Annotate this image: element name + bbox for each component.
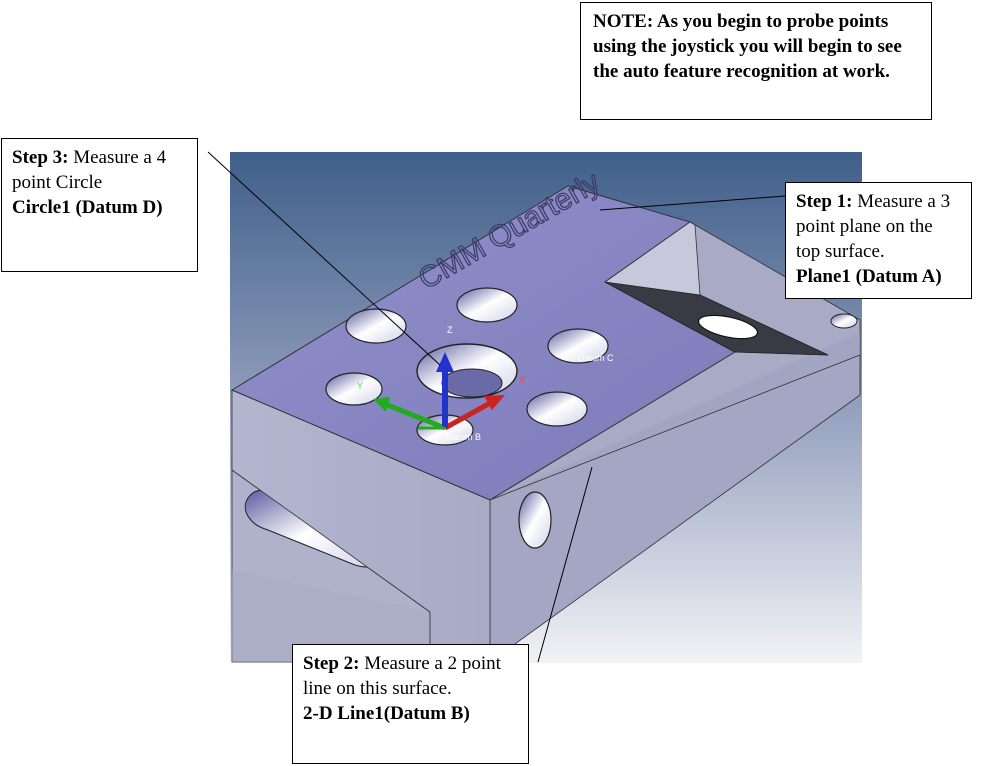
front-side-hole	[518, 491, 552, 549]
axis-y-label: Y	[357, 381, 363, 391]
step2-feature: 2-D Line1(Datum B)	[303, 703, 470, 724]
axis-y-line	[384, 401, 446, 431]
axis-y-arrowhead	[373, 397, 390, 412]
axis-z-arrowhead	[436, 352, 454, 372]
axis-x-arrowhead	[484, 395, 505, 410]
datum-b-label: Datum B	[446, 432, 481, 442]
top-hole-datum-c	[547, 328, 609, 364]
note-text: NOTE: As you begin to probe points using…	[593, 11, 902, 82]
step1-feature: Plane1 (Datum A)	[796, 266, 942, 287]
step1-text: Measure a 3 point plane on the top surfa…	[796, 191, 951, 262]
small-hole-right	[830, 313, 858, 329]
datum-c-label: Datum C	[578, 353, 614, 363]
axis-z-label: Z	[447, 325, 453, 335]
step1-callout: Step 1: Measure a 3 point plane on the t…	[785, 182, 972, 299]
leader-step3	[207, 151, 441, 366]
step1-heading: Step 1:	[796, 191, 853, 212]
lower-ledge-edge	[232, 570, 430, 662]
step3-heading: Step 3:	[12, 147, 69, 168]
axis-x-label: X	[519, 375, 525, 385]
top-hole-1	[345, 308, 407, 344]
counterbore-inner	[441, 368, 503, 398]
leader-step2	[537, 466, 593, 663]
step3-feature: Circle1 (Datum D)	[12, 197, 163, 218]
leader-step1	[599, 195, 786, 211]
axis-x-line	[443, 399, 494, 431]
top-hole-5	[526, 391, 588, 427]
step3-callout: Step 3: Measure a 4 point Circle Circle1…	[1, 138, 198, 272]
step3-text: Measure a 4 point Circle	[12, 147, 167, 193]
step2-callout: Step 2: Measure a 2 point line on this s…	[292, 644, 529, 764]
notch-hole	[697, 314, 759, 340]
top-hole-4	[325, 372, 383, 406]
front-face	[490, 332, 860, 500]
step2-text: Measure a 2 point line on this surface.	[303, 653, 501, 699]
note-callout: NOTE: As you begin to probe points using…	[580, 2, 932, 120]
top-hole-2	[456, 287, 518, 323]
step2-heading: Step 2:	[303, 653, 360, 674]
